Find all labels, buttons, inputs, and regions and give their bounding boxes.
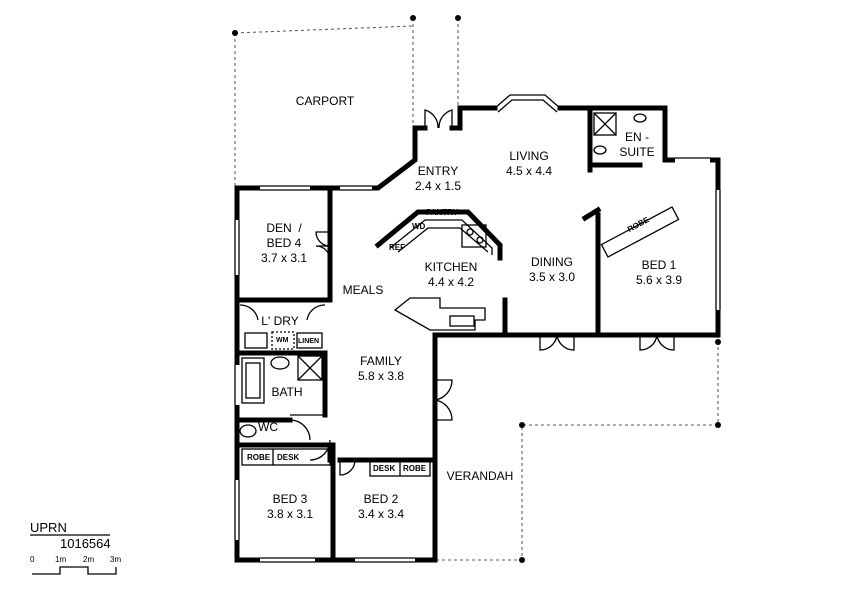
- linen-label: LINEN: [298, 338, 319, 345]
- desk-bed2-label: DESK: [373, 464, 396, 473]
- room-laundry: L' DRY: [261, 314, 299, 328]
- room-verandah: VERANDAH: [446, 469, 514, 483]
- wd-label: WD: [412, 222, 426, 231]
- robe-bed2-label: ROBE: [403, 464, 427, 473]
- ref-label: REF: [389, 243, 405, 252]
- room-meals: MEALS: [342, 283, 384, 297]
- uprn-value: 1016564: [60, 536, 111, 551]
- room-carport: CARPORT: [295, 94, 355, 108]
- verandah-outline: [435, 335, 721, 563]
- scale-tick: 2m: [83, 555, 95, 564]
- robe-bed3-label: ROBE: [247, 453, 271, 462]
- uprn-label: UPRN: [30, 520, 67, 535]
- carport-outline: [232, 15, 461, 188]
- windows: [234, 94, 721, 563]
- scale-bar: [32, 566, 117, 575]
- scale-tick: 0: [30, 555, 35, 564]
- room-wc: WC: [258, 420, 278, 434]
- wm-label: WM: [276, 337, 289, 344]
- fixtures: [239, 112, 680, 477]
- scale-tick: 3m: [110, 555, 122, 564]
- scale-tick: 1m: [55, 555, 67, 564]
- room-bath: BATH: [271, 385, 303, 399]
- room-ensuite: EN - SUITE: [619, 130, 655, 159]
- doors: [239, 109, 675, 476]
- desk-bed3-label: DESK: [277, 453, 300, 462]
- pantry-label: PANTRY: [426, 208, 458, 217]
